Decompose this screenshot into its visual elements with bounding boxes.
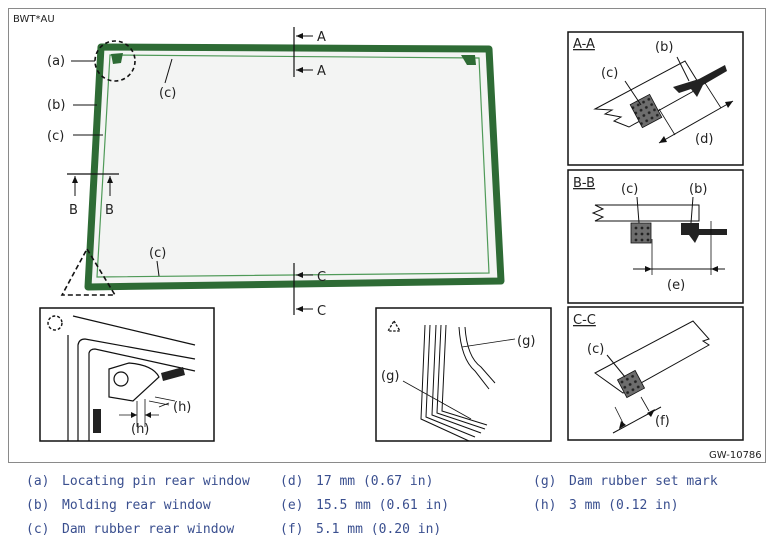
panel-b-b-e: (e) [667, 278, 685, 293]
section-c-marker: C C [293, 263, 326, 319]
dam-rubber-line [96, 54, 490, 278]
section-a-label-bottom: A [317, 64, 326, 79]
legend-item-b: (b)Molding rear window [26, 498, 211, 513]
panel-section-c-c: C-C (c) (f) [567, 306, 744, 441]
window-molding [84, 43, 505, 291]
section-c-label-top: C [317, 270, 326, 285]
legend-item-g: (g)Dam rubber set mark [533, 474, 718, 489]
detail-molding-bottom [93, 409, 101, 433]
legend-item-e: (e)15.5 mm (0.61 in) [280, 498, 450, 513]
detail-triangle-icon [386, 319, 402, 332]
panel-c-c-title: C-C [573, 313, 596, 328]
detail-circle-icon [47, 315, 63, 331]
section-a-label-top: A [317, 30, 326, 45]
diagram-frame: BWT*AU (a) (b) (c) (c) (c) A A B B [8, 8, 766, 463]
section-b-marker: B B [67, 173, 119, 218]
detail-h-right: (h) [173, 400, 191, 415]
panel-a-a-c: (c) [601, 66, 618, 81]
panel-detail-circle: (h) (h) [39, 307, 215, 442]
figure-code-top: BWT*AU [13, 14, 55, 25]
panel-a-a-dam-rubber [629, 93, 663, 129]
panel-b-b-dam-rubber [630, 222, 652, 244]
callout-c-bottom: (c) [149, 246, 166, 261]
detail-h-bottom: (h) [131, 422, 149, 437]
detail-molding-top [161, 367, 185, 381]
panel-c-c-dam-rubber [616, 369, 646, 399]
legend-item-c: (c)Dam rubber rear window [26, 522, 235, 537]
callout-b: (b) [47, 98, 65, 113]
panel-c-c-c: (c) [587, 342, 604, 357]
legend-item-a: (a)Locating pin rear window [26, 474, 250, 489]
panel-c-c-f: (f) [655, 414, 670, 429]
panel-b-b-molding [681, 223, 727, 243]
legend-item-d: (d)17 mm (0.67 in) [280, 474, 434, 489]
section-a-marker: A A [293, 27, 326, 79]
legend-item-f: (f)5.1 mm (0.20 in) [280, 522, 442, 537]
rear-window-diagram: BWT*AU (a) (b) (c) (c) (c) A A B B [13, 14, 762, 461]
detail-g-left: (g) [381, 369, 399, 384]
panel-section-a-a: A-A (b) (c) (d) [567, 31, 744, 166]
detail-triangle-marker [60, 247, 117, 296]
locating-pin-left [111, 53, 123, 64]
section-c-label-bottom: C [317, 304, 326, 319]
panel-b-b-b: (b) [689, 182, 707, 197]
legend-item-h: (h)3 mm (0.12 in) [533, 498, 679, 513]
panel-a-a-b: (b) [655, 40, 673, 55]
legend: (a)Locating pin rear window (b)Molding r… [0, 470, 774, 547]
figure-code-bottom: GW-10786 [709, 450, 762, 461]
locating-pin-right [461, 55, 476, 65]
panel-a-a-molding [673, 65, 727, 97]
callout-a: (a) [47, 54, 65, 69]
detail-g-right: (g) [517, 334, 535, 349]
section-b-label-left: B [69, 203, 78, 218]
section-b-label-right: B [105, 203, 114, 218]
callout-c-top: (c) [159, 86, 176, 101]
callout-c-left: (c) [47, 129, 64, 144]
panel-a-a-d: (d) [695, 132, 713, 147]
panel-b-b-title: B-B [573, 176, 595, 191]
panel-section-b-b: B-B (c) (b) (e) [567, 169, 744, 304]
detail-circle-marker [94, 40, 136, 82]
rear-window [84, 43, 505, 291]
panel-a-a-title: A-A [573, 37, 595, 52]
panel-b-b-c: (c) [621, 182, 638, 197]
panel-detail-triangle: (g) (g) [375, 307, 552, 442]
